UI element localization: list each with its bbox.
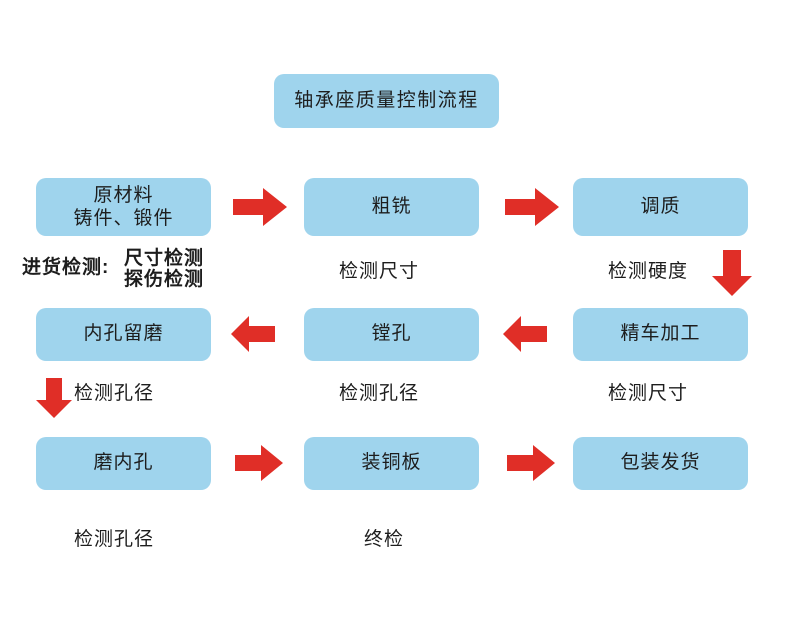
node-mount-copper-plate[interactable]: 装铜板: [304, 437, 479, 490]
arrow-copper-plate-to-pack-right-icon: [507, 445, 555, 481]
caption-boring-check: 检测孔径: [339, 383, 420, 404]
caption-quench-temper-check: 检测硬度: [608, 261, 689, 282]
arrow-boring-to-reserve-grind-left-icon: [231, 316, 275, 352]
node-pack-ship[interactable]: 包装发货: [573, 437, 748, 490]
arrow-quench-to-fine-turning-down-icon: [712, 250, 752, 296]
node-title-bearing-housing-quality-control[interactable]: 轴承座质量控制流程: [274, 74, 499, 128]
node-boring[interactable]: 镗孔: [304, 308, 479, 361]
caption-inner-hole-reserve-grind-check: 检测孔径: [74, 383, 155, 404]
node-raw-material[interactable]: 原材料 铸件、锻件: [36, 178, 211, 236]
node-rough-milling[interactable]: 粗铣: [304, 178, 479, 236]
node-fine-turning[interactable]: 精车加工: [573, 308, 748, 361]
node-grind-inner-hole[interactable]: 磨内孔: [36, 437, 211, 490]
node-quench-temper[interactable]: 调质: [573, 178, 748, 236]
arrow-reserve-grind-to-grind-down-icon: [36, 378, 72, 418]
arrow-fine-turning-to-boring-left-icon: [503, 316, 547, 352]
caption-fine-turning-check: 检测尺寸: [608, 383, 689, 404]
arrow-rough-to-quench-right-icon: [505, 188, 559, 226]
caption-incoming-inspection-items: 尺寸检测 探伤检测: [124, 248, 205, 291]
node-inner-hole-reserve-grind[interactable]: 内孔留磨: [36, 308, 211, 361]
caption-grind-inner-hole-check: 检测孔径: [74, 529, 155, 550]
arrow-raw-to-rough-right-icon: [233, 188, 287, 226]
caption-incoming-inspection-label: 进货检测:: [22, 257, 110, 278]
arrow-grind-to-copper-plate-right-icon: [235, 445, 283, 481]
caption-mount-copper-plate-check: 终检: [364, 529, 405, 550]
caption-rough-milling-check: 检测尺寸: [339, 261, 420, 282]
